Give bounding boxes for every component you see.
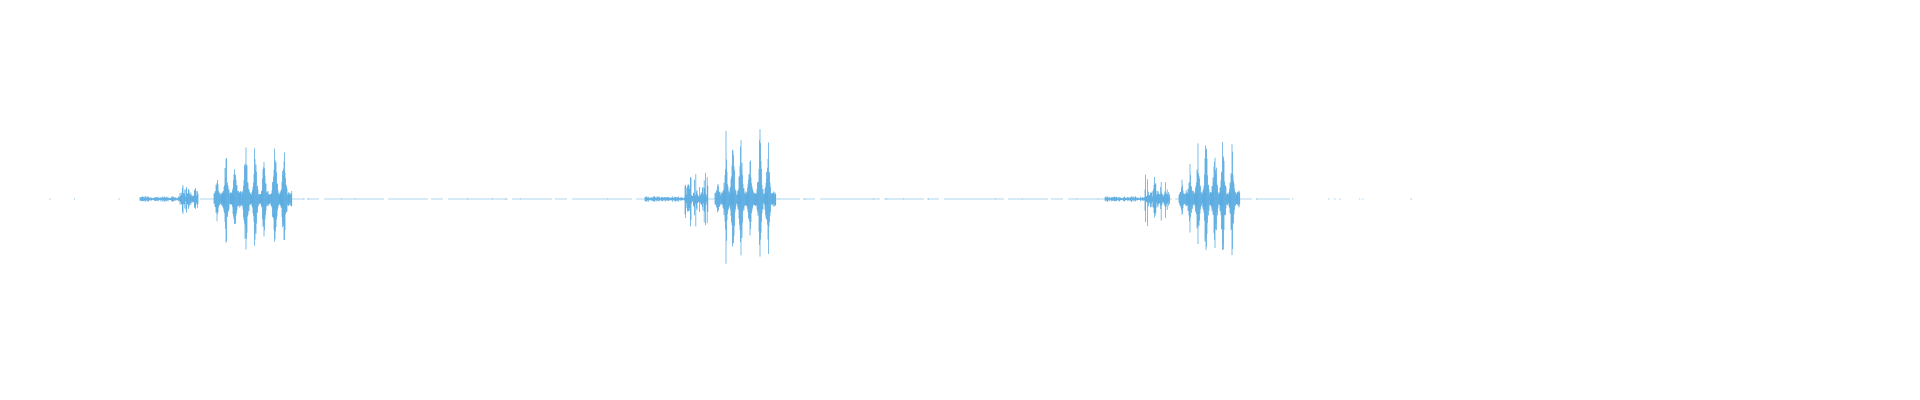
audio-waveform: [49, 129, 1412, 264]
